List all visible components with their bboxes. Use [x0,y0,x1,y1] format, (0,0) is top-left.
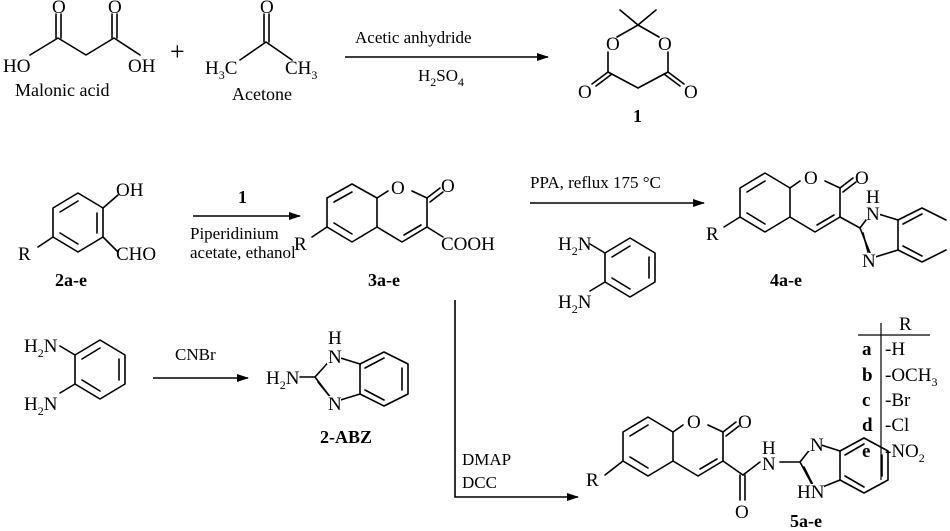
condition-compound-1: 1 [238,187,247,207]
table-row: a -H [862,339,905,360]
amine-top: H2N [24,336,58,360]
condition-acetic-anhydride: Acetic anhydride [355,28,472,47]
arrow-cyclization: PPA, reflux 175 °C [530,173,705,207]
nh-hydrogen: H [328,328,342,349]
nh-group: HN [797,482,825,503]
acetone-o: O [260,0,274,18]
r-group: R [706,224,719,245]
r-group: R [18,244,31,265]
row-label: b [862,365,873,386]
arrow-coupling: DMAP DCC [454,300,579,501]
arrow-knoevenagel: 1 Piperidinium acetate, ethanol [190,187,301,262]
nh-hydrogen: H [866,187,880,208]
compound-abz-label: 2-ABZ [320,427,372,447]
acetone-methyl-right: CH3 [285,58,317,82]
amide-nitrogen: N [762,454,776,475]
row-label: d [862,415,873,436]
row-label: a [862,339,872,360]
acetone-methyl-left: H3C [205,58,237,82]
amide-oxygen: O [735,502,749,523]
row-value: -NO2 [885,441,925,465]
carbonyl-o-1: O [52,0,66,18]
compound-1-label: 1 [633,106,642,126]
acetone-name: Acetone [232,84,292,104]
coumarin-acid: O O COOH R 3a-e [294,176,495,290]
carbonyl-oxygen: O [855,168,869,189]
table-row: b -OCH3 [862,365,937,389]
hydroxyl: OH [116,180,144,201]
ring-oxygen: O [391,178,405,199]
ring-oxygen: O [804,168,818,189]
amino-group: H2N [266,368,300,392]
compound-4-label: 4a-e [770,270,802,290]
amine-bottom: H2N [558,292,592,316]
condition-ppa-reflux: PPA, reflux 175 °C [530,173,661,192]
amine-bottom: H2N [24,394,58,418]
row-value: -Br [885,390,911,411]
carbonyl-oxygen: O [738,412,752,433]
imine-nitrogen: N [862,251,876,272]
compound-5-label: 5a-e [790,511,822,531]
meldrums-acid: O O O O 1 [578,9,698,126]
row-label: c [862,390,870,411]
row-value: -Cl [885,415,909,436]
table-row: c -Br [862,390,911,411]
row-value: -OCH3 [885,365,937,389]
ring-o-right: O [658,34,672,55]
product-5: O O R O H N N HN 5a-e [586,412,889,531]
phenylenediamine: H2N H2N [558,234,656,316]
hydroxyl-left: HO [3,56,30,77]
ring-oxygen: O [687,412,701,433]
aminobenzimidazole: H N N H2N 2-ABZ [266,328,409,447]
malonic-acid-name: Malonic acid [15,80,109,100]
carbonyl-oxygen: O [441,176,455,197]
row-value: -H [885,339,905,360]
r-group: R [586,470,599,491]
salicylaldehyde: OH CHO R 2a-e [18,180,156,290]
plus-sign: + [170,37,185,66]
condition-acetate-ethanol: acetate, ethanol [190,243,296,262]
imine-nitrogen: N [328,394,342,415]
compound-2-label: 2a-e [55,270,87,290]
carboxyl-group: COOH [441,234,495,255]
amine-top: H2N [558,234,592,258]
table-row: e -NO2 [862,441,925,465]
condition-h2so4: H2SO4 [418,66,464,89]
compound-3-label: 3a-e [368,270,400,290]
carbonyl-o-2: O [108,0,122,18]
carbonyl-o-right: O [684,82,698,103]
condition-piperidinium: Piperidinium [190,224,279,243]
carbonyl-o-left: O [578,82,592,103]
arrow-acetic-anhydride: Acetic anhydride H2SO4 [345,28,549,89]
hydroxyl-right: OH [128,56,156,77]
arrow-cnbr: CNBr [153,345,249,382]
phenylenediamine-2: H2N H2N [24,336,126,418]
imine-nitrogen: N [810,435,824,456]
aldehyde-group: CHO [116,244,156,265]
acetone: O H3C CH3 Acetone [205,0,317,104]
nh-nitrogen: N [866,204,880,225]
condition-dmap: DMAP [462,450,511,469]
condition-cnbr: CNBr [175,345,216,364]
row-label: e [862,441,870,462]
amide-hydrogen: H [762,438,776,459]
malonic-acid: O O HO OH Malonic acid [3,0,156,100]
substituent-table: R a -H b -OCH3 c -Br d -Cl e -NO2 [858,314,937,480]
r-group: R [294,234,307,255]
product-4: O O R H N N 4a-e [706,168,947,290]
ring-o-left: O [606,34,620,55]
table-header-r: R [899,314,912,335]
table-row: d -Cl [862,415,909,436]
condition-dcc: DCC [462,473,497,492]
nh-nitrogen: N [328,347,342,368]
